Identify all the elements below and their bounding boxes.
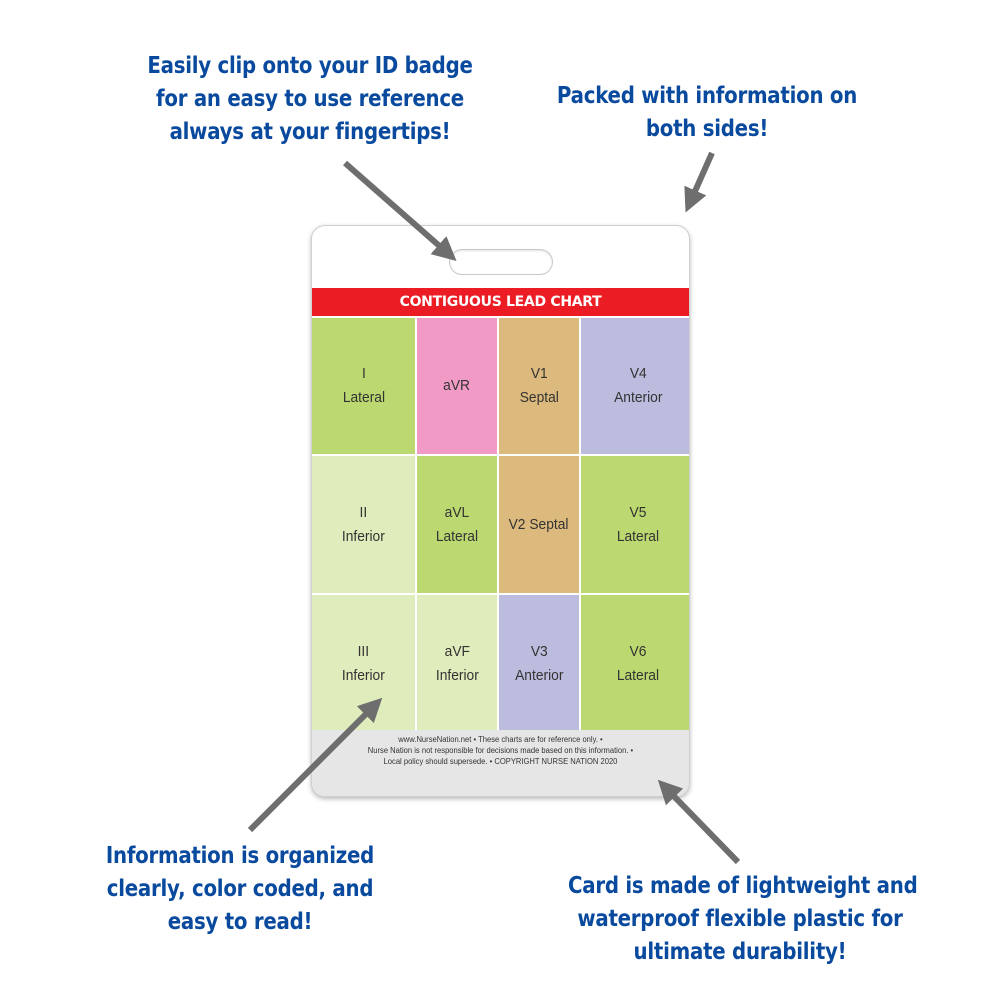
card-footer-disclaimer: www.NurseNation.net • These charts are f…	[312, 730, 689, 796]
callout-line: Easily clip onto your ID badge	[147, 53, 473, 79]
footer-line: Local policy should supersede. • COPYRIG…	[383, 757, 618, 766]
callout-line: always at your fingertips!	[169, 119, 451, 145]
clip-slot	[449, 249, 553, 275]
lead-cell: V2 Septal	[499, 456, 579, 593]
arrow-to-card-corner	[684, 151, 715, 213]
arrow-to-clip-slot	[343, 160, 457, 261]
callout-badge-clip: Easily clip onto your ID badge for an ea…	[138, 50, 482, 149]
card-title: CONTIGUOUS LEAD CHART	[312, 288, 689, 316]
footer-line: Nurse Nation is not responsible for deci…	[367, 746, 634, 755]
footer-line: www.NurseNation.net • These charts are f…	[398, 735, 603, 744]
callout-line: waterproof flexible plastic for	[577, 906, 903, 932]
callout-durability: Card is made of lightweight and waterpro…	[568, 870, 918, 969]
callout-line: Card is made of lightweight and	[568, 873, 918, 899]
callout-line: clearly, color coded, and	[106, 876, 374, 902]
callout-color-coded: Information is organized clearly, color …	[68, 840, 412, 939]
callout-line: easy to read!	[167, 909, 313, 935]
callout-line: for an easy to use reference	[156, 86, 464, 112]
arrow-to-chart-cells	[247, 697, 383, 833]
lead-cell: aVR	[417, 318, 497, 454]
callout-line: Packed with information on	[556, 83, 858, 109]
callout-line: both sides!	[645, 116, 769, 142]
arrow-to-card-bottom	[657, 779, 741, 865]
callout-line: ultimate durability!	[633, 939, 847, 965]
callout-both-sides: Packed with information on both sides!	[535, 80, 879, 146]
callout-line: Information is organized	[105, 843, 375, 869]
